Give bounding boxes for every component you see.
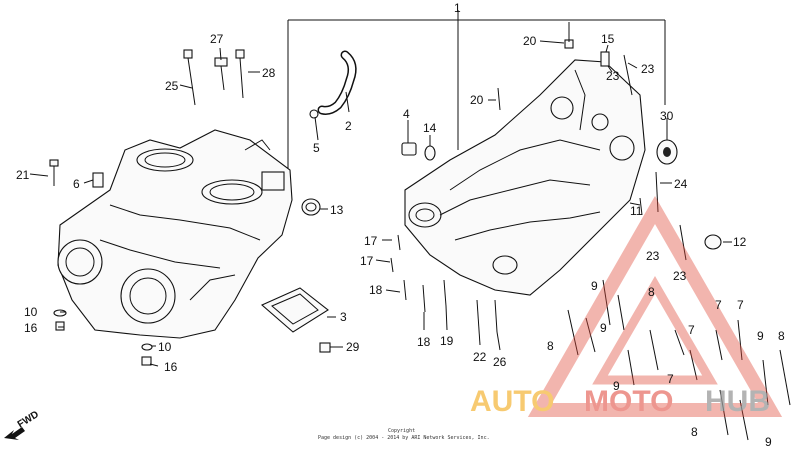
- seal-12: [704, 234, 722, 250]
- callout-1: 1: [454, 1, 461, 15]
- callout-6: 6: [73, 177, 80, 191]
- callout-30: 30: [660, 109, 674, 123]
- watermark: AUTO MOTO HUB: [470, 195, 783, 418]
- callout-8b: 8: [648, 285, 655, 299]
- oil-seal-30: [656, 139, 678, 165]
- callout-10b: 10: [158, 340, 172, 354]
- oil-hose: [317, 50, 357, 115]
- callout-28: 28: [262, 66, 276, 80]
- callout-7b: 7: [715, 298, 722, 312]
- callout-18b: 18: [417, 335, 431, 349]
- hose-clamp: [309, 109, 319, 119]
- washer-10b: [141, 343, 153, 351]
- dowel-6: [92, 172, 104, 188]
- callout-23b: 23: [641, 62, 655, 76]
- callout-9a: 9: [591, 279, 598, 293]
- callout-18a: 18: [369, 283, 383, 297]
- callout-5: 5: [313, 141, 320, 155]
- watermark-text-moto: MOTO: [584, 385, 673, 418]
- watermark-triangle-outer: [527, 195, 783, 417]
- callout-14: 14: [423, 121, 437, 135]
- callout-16b: 16: [164, 360, 178, 374]
- callout-9e: 9: [765, 435, 772, 449]
- callout-9d: 9: [613, 379, 620, 393]
- callout-17a: 17: [364, 234, 378, 248]
- oil-strainer-cover: [260, 287, 329, 333]
- callout-29: 29: [346, 340, 360, 354]
- callout-16a: 16: [24, 321, 38, 335]
- callout-27: 27: [210, 32, 224, 46]
- copyright-line1: Copyright: [388, 428, 415, 434]
- leader-lines: [29, 40, 732, 367]
- callout-20a: 20: [523, 34, 537, 48]
- part-1-bracket: [287, 10, 666, 170]
- callout-15: 15: [601, 32, 615, 46]
- callout-7d: 7: [667, 372, 674, 386]
- callout-11: 11: [630, 204, 643, 218]
- washer-10: [53, 309, 67, 317]
- callout-8a: 8: [547, 339, 554, 353]
- callout-23d: 23: [673, 269, 687, 283]
- oil-seal-13: [301, 198, 321, 216]
- callout-8c: 8: [778, 329, 785, 343]
- bolt-21: [49, 159, 59, 186]
- callout-3: 3: [340, 310, 347, 324]
- callout-2: 2: [345, 119, 352, 133]
- callout-9c: 9: [757, 329, 764, 343]
- watermark-triangle-inner: [592, 276, 718, 385]
- callout-24: 24: [674, 177, 688, 191]
- callouts: 1 2 3 4 5 6 7 7 7 7 8 8 8 8 9 9 9 9 9 10…: [16, 1, 785, 449]
- callout-8d: 8: [691, 425, 698, 439]
- copyright-line2: Page design (c) 2004 - 2014 by ARI Netwo…: [318, 435, 490, 441]
- callout-20b: 20: [470, 93, 484, 107]
- upper-crankcase: [57, 129, 293, 339]
- callout-9b: 9: [600, 321, 607, 335]
- copyright-footer: Copyright Page design (c) 2004 - 2014 by…: [318, 428, 490, 441]
- callout-25: 25: [165, 79, 179, 93]
- watermark-text-auto: AUTO: [470, 385, 554, 418]
- callout-17b: 17: [360, 254, 374, 268]
- callout-23a: 23: [606, 69, 620, 83]
- forward-indicator: FWD: [4, 409, 41, 440]
- callout-26: 26: [493, 355, 507, 369]
- callout-13: 13: [330, 203, 344, 217]
- callout-19: 19: [440, 334, 454, 348]
- fwd-arrow-icon: [4, 427, 25, 440]
- fwd-label: FWD: [16, 409, 41, 430]
- bolt-29: [319, 342, 331, 353]
- bolt-group: [183, 22, 791, 441]
- bolt-16b: [141, 356, 152, 366]
- callout-10a: 10: [24, 305, 38, 319]
- callout-22: 22: [473, 350, 487, 364]
- callout-12: 12: [733, 235, 747, 249]
- breather-joint: [401, 142, 436, 161]
- callout-7c: 7: [737, 298, 744, 312]
- lower-crankcase: [404, 59, 646, 296]
- callout-4: 4: [403, 107, 410, 121]
- callout-7a: 7: [688, 323, 695, 337]
- watermark-text-hub: HUB: [705, 385, 770, 418]
- callout-21: 21: [16, 168, 30, 182]
- bolt-16: [55, 321, 65, 331]
- callout-23c: 23: [646, 249, 660, 263]
